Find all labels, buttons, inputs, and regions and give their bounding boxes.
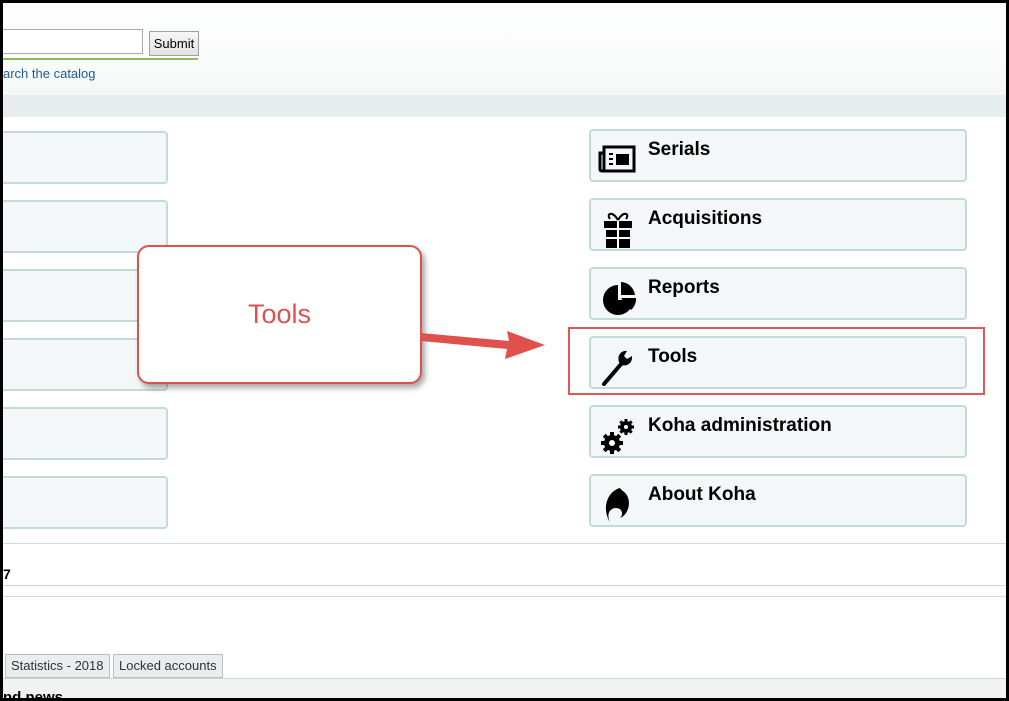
- left-module-6[interactable]: [3, 476, 168, 529]
- subnav-bar: [3, 95, 1006, 117]
- search-catalog-link[interactable]: arch the catalog: [3, 66, 96, 81]
- pie-chart-icon: [598, 277, 638, 317]
- search-input[interactable]: [3, 29, 143, 54]
- about-koha-button[interactable]: About Koha: [589, 474, 967, 527]
- gift-icon: [598, 208, 638, 248]
- koha-administration-label: Koha administration: [648, 415, 832, 436]
- news-band: [3, 678, 1006, 698]
- gears-icon: [598, 415, 638, 455]
- header: Submit arch the catalog: [3, 3, 1006, 95]
- callout-text: Tools: [247, 299, 312, 329]
- reports-button[interactable]: Reports: [589, 267, 967, 320]
- serials-button[interactable]: Serials: [589, 129, 967, 182]
- koha-administration-button[interactable]: Koha administration: [589, 405, 967, 458]
- divider-line: [3, 585, 1006, 586]
- callout-arrow: [421, 331, 545, 359]
- reports-label: Reports: [648, 277, 720, 298]
- search-underline: [3, 58, 198, 60]
- newspaper-icon: [598, 139, 638, 179]
- news-heading: nd news: [3, 689, 64, 701]
- tools-label: Tools: [648, 346, 698, 367]
- tools-highlight-box: [568, 327, 985, 395]
- tools-button[interactable]: Tools: [589, 336, 967, 389]
- tools-callout: Tools: [137, 245, 422, 384]
- divider-line: [3, 596, 1006, 597]
- koha-logo-icon: [598, 484, 638, 524]
- divider-line: [3, 543, 1006, 544]
- acquisitions-label: Acquisitions: [648, 208, 763, 229]
- wrench-icon: [598, 346, 638, 386]
- about-koha-label: About Koha: [648, 484, 756, 505]
- left-module-2[interactable]: [3, 200, 168, 253]
- left-module-5[interactable]: [3, 407, 168, 460]
- acquisitions-button[interactable]: Acquisitions: [589, 198, 967, 251]
- submit-button[interactable]: Submit: [149, 31, 199, 56]
- tab-statistics[interactable]: Statistics - 2018: [5, 654, 110, 678]
- left-module-1[interactable]: [3, 131, 168, 184]
- serials-label: Serials: [648, 139, 711, 160]
- tab-locked-accounts[interactable]: Locked accounts: [113, 654, 223, 678]
- version-text: 7: [3, 566, 11, 582]
